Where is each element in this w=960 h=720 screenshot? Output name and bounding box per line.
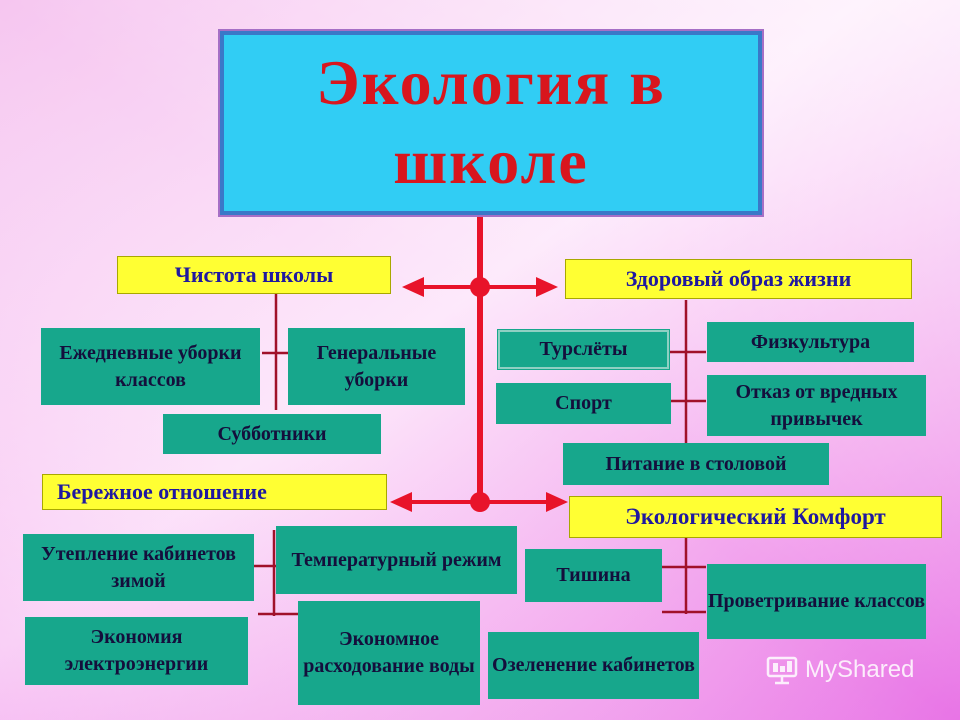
item-water-saving: Экономное расходование воды — [298, 601, 480, 705]
header-careful-attitude: Бережное отношение — [42, 474, 387, 510]
item-greening: Озеленение кабинетов — [488, 632, 699, 699]
item-energy-saving: Экономия электроэнергии — [25, 617, 248, 685]
myshared-watermark: MyShared — [765, 655, 914, 685]
arrow-bottom-right-head — [546, 492, 568, 512]
junction-top — [470, 277, 490, 297]
item-subbotniks: Субботники — [163, 414, 381, 454]
arrow-top-right-head — [536, 277, 558, 297]
item-canteen-nutrition: Питание в столовой — [563, 443, 829, 485]
item-physical-education: Физкультура — [707, 322, 914, 362]
item-winter-insulation: Утепление кабинетов зимой — [23, 534, 254, 601]
item-silence: Тишина — [525, 549, 662, 602]
arrow-top-left-head — [402, 277, 424, 297]
header-cleanliness: Чистота школы — [117, 256, 391, 294]
item-general-cleaning: Генеральные уборки — [288, 328, 465, 405]
page-title: Экология в школе — [316, 47, 666, 197]
arrow-bottom-left-head — [390, 492, 412, 512]
item-temperature-mode: Температурный режим — [276, 526, 517, 594]
header-ecological-comfort: Экологический Комфорт — [569, 496, 942, 538]
header-healthy-lifestyle: Здоровый образ жизни — [565, 259, 912, 299]
item-quit-bad-habits: Отказ от вредных привычек — [707, 375, 926, 436]
item-ventilation: Проветривание классов — [707, 564, 926, 639]
item-daily-cleaning: Ежедневные уборки классов — [41, 328, 260, 405]
item-sport: Спорт — [496, 383, 671, 424]
item-tourist-rallies: Турслёты — [497, 329, 670, 370]
watermark-text: MyShared — [805, 656, 915, 683]
junction-bottom — [470, 492, 490, 512]
presentation-icon — [766, 656, 798, 685]
title-box: Экология в школе — [218, 29, 764, 217]
